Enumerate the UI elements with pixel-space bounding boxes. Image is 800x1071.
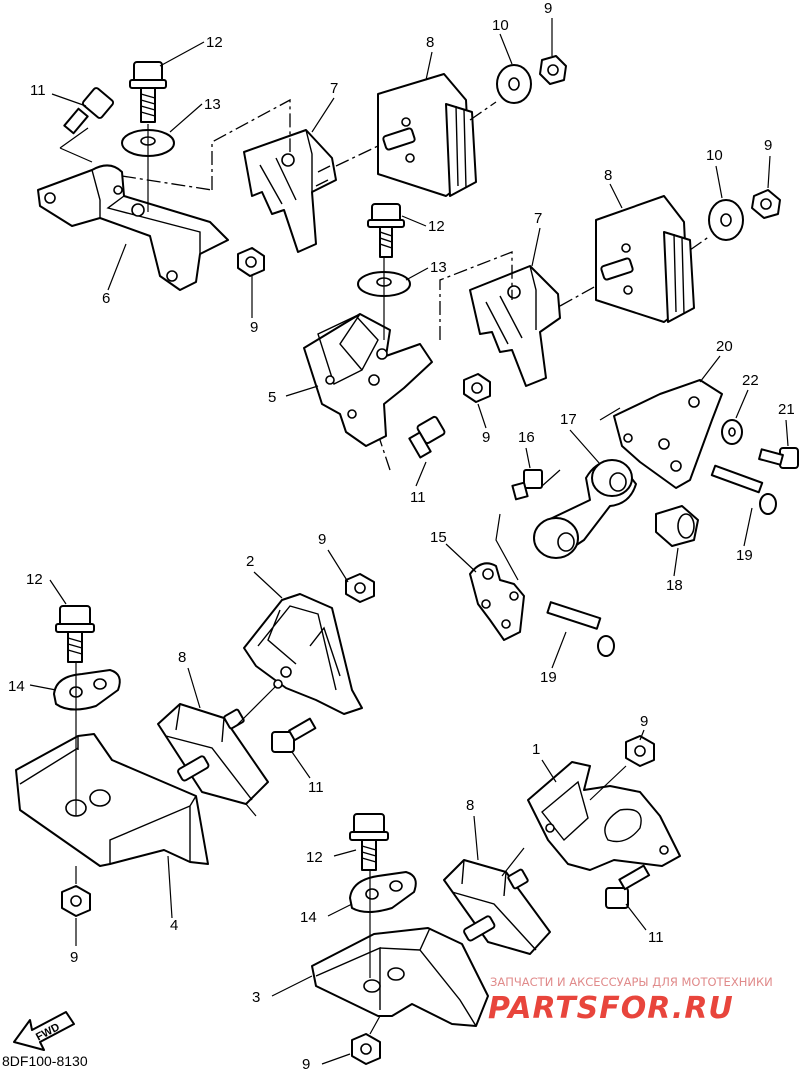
bracket-3 (311, 927, 489, 1027)
bracket-6 (37, 164, 229, 291)
callout-2: 2 (246, 553, 254, 570)
bolt-19-bottom (546, 601, 615, 657)
callout-9: 9 (318, 531, 326, 548)
nut-9-lower-right-bottom (351, 1033, 381, 1065)
callout-22: 22 (742, 372, 759, 389)
bolt-12-middle (367, 203, 405, 258)
bracket-1 (527, 761, 681, 871)
callout-9: 9 (250, 319, 258, 336)
bolt-11-lower-right (605, 864, 651, 909)
rubber-mount-8-top (377, 73, 477, 197)
callout-19: 19 (540, 669, 557, 686)
watermark-tagline: ЗАПЧАСТИ И АКСЕССУАРЫ ДЛЯ МОТОТЕХНИКИ (490, 975, 773, 989)
callout-11: 11 (30, 82, 46, 99)
callout-12: 12 (26, 571, 43, 588)
nut-9-middle (463, 373, 491, 403)
bolt-11-lower-left (271, 717, 317, 753)
callout-14: 14 (300, 909, 317, 926)
callout-leaders (29, 18, 789, 1065)
callout-9: 9 (640, 713, 648, 730)
callout-9: 9 (302, 1056, 310, 1071)
watermark-brand: PARTSFOR.RU (488, 991, 734, 1026)
callout-11: 11 (648, 929, 664, 946)
callout-10: 10 (492, 17, 509, 34)
bushing-18 (655, 505, 699, 547)
callout-6: 6 (102, 290, 110, 307)
callout-1: 1 (532, 741, 540, 758)
callout-3: 3 (252, 989, 260, 1006)
callout-12: 12 (428, 218, 445, 235)
washer-10-top (496, 64, 532, 104)
bracket-20 (613, 379, 723, 489)
rubber-mount-8-lower-right (443, 859, 551, 955)
callout-13: 13 (430, 259, 447, 276)
nut-9-lower-right-top (625, 735, 655, 767)
callout-8: 8 (604, 167, 612, 184)
callout-9: 9 (70, 949, 78, 966)
link-17 (533, 459, 637, 559)
fwd-label: FWD (34, 1021, 62, 1043)
callout-8: 8 (426, 34, 434, 51)
nut-9-top-right (539, 55, 567, 85)
callout-9: 9 (764, 137, 772, 154)
callout-16: 16 (518, 429, 535, 446)
bolt-19-top (710, 464, 777, 515)
callout-11: 11 (410, 489, 426, 506)
callout-13: 13 (204, 96, 221, 113)
callout-10: 10 (706, 147, 723, 164)
callout-20: 20 (716, 338, 733, 355)
bolt-12-lower-right (349, 813, 389, 871)
bolt-11-middle (408, 415, 446, 459)
callout-7: 7 (534, 210, 542, 227)
callout-15: 15 (430, 529, 447, 546)
bolt-12-lower-left (55, 605, 95, 663)
rubber-mount-8-middle (595, 195, 695, 323)
callout-19: 19 (736, 547, 753, 564)
bolt-11-top (63, 87, 115, 135)
diagram-code: 8DF100-8130 (2, 1053, 88, 1069)
callout-11: 11 (308, 779, 324, 796)
bracket-15 (469, 562, 525, 641)
bolt-21 (758, 447, 799, 469)
callout-5: 5 (268, 389, 276, 406)
nut-9-lower-left (61, 885, 91, 917)
nut-9-lower-left-top (345, 573, 375, 603)
bolt-12-top (129, 61, 167, 123)
callout-7: 7 (330, 80, 338, 97)
bracket-7-middle (469, 265, 561, 387)
plate-14-lower-left (53, 669, 121, 711)
fwd-arrow-icon: FWD (13, 1011, 75, 1051)
bolt-16 (511, 469, 543, 501)
washer-22 (721, 419, 743, 445)
watermark: ЗАПЧАСТИ И АКСЕССУАРЫ ДЛЯ МОТОТЕХНИКИ PA… (488, 975, 773, 1026)
callout-12: 12 (206, 34, 223, 51)
callout-21: 21 (778, 401, 795, 418)
nut-9-middle-right (751, 189, 781, 219)
bracket-7-top (243, 129, 337, 253)
callout-14: 14 (8, 678, 25, 695)
rubber-mount-8-lower-left (157, 703, 269, 805)
bracket-2 (243, 593, 363, 715)
bracket-5 (303, 313, 433, 447)
callout-9: 9 (544, 0, 552, 17)
callout-numbers: 12 11 13 6 9 7 8 10 9 12 13 5 11 9 7 8 1… (8, 0, 795, 1071)
callout-12: 12 (306, 849, 323, 866)
callout-8: 8 (178, 649, 186, 666)
callout-18: 18 (666, 577, 683, 594)
callout-17: 17 (560, 411, 577, 428)
plate-14-lower-right (349, 871, 417, 913)
callout-9: 9 (482, 429, 490, 446)
washer-10-middle (708, 199, 744, 241)
callout-4: 4 (170, 917, 178, 934)
callout-8: 8 (466, 797, 474, 814)
nut-9-under-6 (237, 247, 265, 277)
